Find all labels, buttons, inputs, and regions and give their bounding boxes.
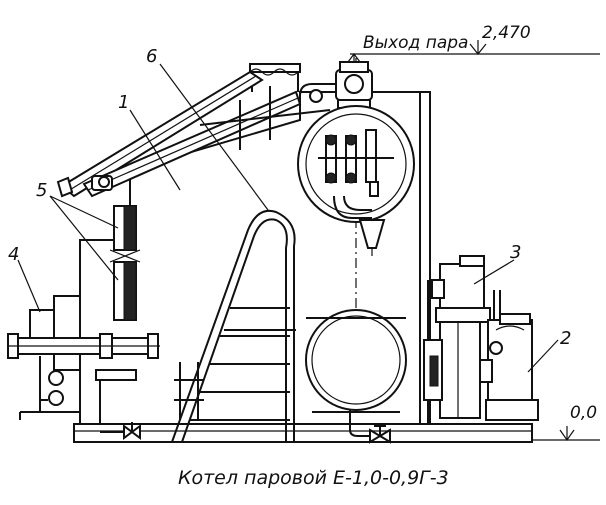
callout-leaders — [17, 63, 559, 373]
water-gauge-assembly — [297, 105, 415, 256]
drawing-caption: Котел паровой Е-1,0-0,9Г-3 — [178, 467, 449, 489]
callout-4: 4 — [8, 244, 19, 265]
blower-fan — [423, 255, 491, 419]
callout-2: 2 — [560, 328, 571, 349]
steam-outlet-label: Выход пара — [363, 33, 468, 53]
observation-windows — [109, 205, 141, 321]
elevation-bottom-label: 0,0 — [570, 403, 597, 423]
flue-duct — [56, 70, 331, 198]
callout-6: 6 — [146, 46, 157, 67]
elevation-top-mark: 2,470 Выход пара — [347, 23, 600, 72]
lower-drum — [305, 309, 407, 444]
ladder-handrail — [171, 209, 296, 443]
feed-pump — [479, 290, 539, 421]
burner-assembly — [7, 295, 204, 440]
callout-5: 5 — [36, 180, 47, 201]
callout-1: 1 — [118, 92, 129, 113]
elevation-top-label: 2,470 — [482, 23, 531, 43]
elevation-bottom-mark: 0,0 — [530, 403, 600, 442]
callout-3: 3 — [510, 242, 521, 263]
